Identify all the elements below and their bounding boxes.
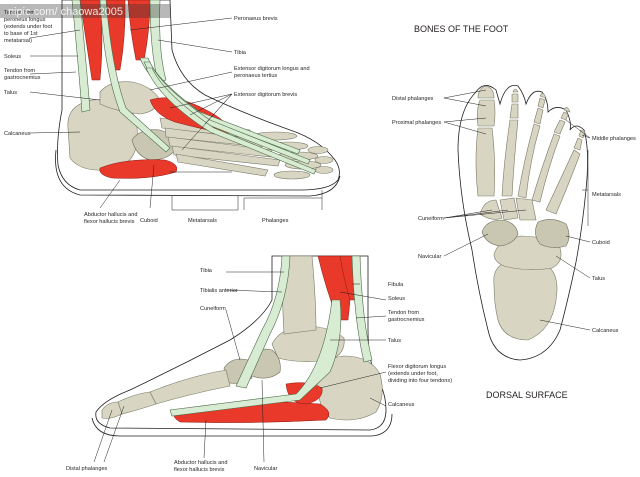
label-medial-abductor-1: Abductor hallucis and <box>174 460 228 466</box>
label-medial-gastroc-1: Tendon from <box>388 310 419 316</box>
label-dorsal-cuneiform: Cuneiform <box>418 216 444 222</box>
label-tendon-peroneus-3: (extends under foot <box>4 24 53 30</box>
dorsal-title: BONES OF THE FOOT <box>414 24 509 34</box>
label-lateral-tibia: Tibia <box>234 50 247 56</box>
label-dorsal-navicular: Navicular <box>418 254 441 260</box>
label-peronaeus-brevis: Peronaeus brevis <box>234 16 278 22</box>
label-medial-flexor-1: Flexor digitorum longus <box>388 364 446 370</box>
label-lateral-gastroc-2: gastrocnemius <box>4 75 41 81</box>
label-medial-talus: Talus <box>388 338 401 344</box>
medial-proximal-phalanx <box>117 391 157 415</box>
medial-tibialis-anterior-tendon <box>235 255 291 389</box>
watermark-text: nipic.com/ chaowa2005 <box>8 6 123 18</box>
label-medial-fibula: Fibula <box>388 282 404 288</box>
label-dorsal-metatarsals: Metatarsals <box>592 192 621 198</box>
label-dorsal-middle-phalanges: Middle phalanges <box>592 136 636 142</box>
dorsal-foot-view: BONES OF THE FOOT <box>392 24 636 400</box>
dorsal-leaders <box>443 89 591 331</box>
label-ext-digitorum-longus-2: peronaeus tertius <box>234 73 277 79</box>
label-medial-cuneiform: Cuneiform <box>200 306 226 312</box>
dorsal-cuboid <box>535 219 570 248</box>
dorsal-phalanges <box>477 85 586 151</box>
label-medial-flexor-3: dividing into four tendons) <box>388 378 452 384</box>
label-medial-gastroc-2: gastrocnemius <box>388 317 425 323</box>
label-medial-tibialis-anterior: Tibialis anterior <box>200 288 238 294</box>
label-medial-flexor-2: (extends under foot, <box>388 371 438 377</box>
label-dorsal-talus: Talus <box>592 276 605 282</box>
label-tendon-peroneus-5: metatarsal) <box>4 38 32 44</box>
label-medial-abductor-2: flexor hallucis brevis <box>174 467 225 473</box>
dorsal-navicular <box>481 219 519 247</box>
label-lateral-gastroc-1: Tendon from <box>4 68 35 74</box>
label-tendon-peroneus-2: peroneus longus <box>4 17 46 23</box>
medial-achilles-tendon <box>351 255 373 363</box>
label-dorsal-proximal-phalanges: Proximal phalanges <box>392 120 441 126</box>
label-lateral-cuboid: Cuboid <box>140 218 158 224</box>
label-lateral-talus: Talus <box>4 90 17 96</box>
lateral-foot-view: Tendon from peroneus longus (extends und… <box>4 0 341 225</box>
label-ext-digitorum-longus-1: Extensor digitorum longus and <box>234 66 310 72</box>
lateral-achilles-tendon <box>71 0 91 113</box>
medial-flexor-tendon <box>169 299 342 417</box>
label-lateral-soleus: Soleus <box>4 54 21 60</box>
lateral-sole-outline <box>55 149 341 197</box>
label-medial-tibia: Tibia <box>200 268 213 274</box>
label-medial-navicular: Navicular <box>254 466 277 472</box>
label-lateral-phalanges: Phalanges <box>262 218 289 224</box>
dorsal-subtitle: DORSAL SURFACE <box>486 390 568 400</box>
medial-sole-outline <box>91 413 393 437</box>
dorsal-metatarsals <box>475 119 581 215</box>
label-lateral-calcaneus: Calcaneus <box>4 131 31 137</box>
label-dorsal-distal-phalanges: Distal phalanges <box>392 96 434 102</box>
label-medial-calcaneus: Calcaneus <box>388 402 415 408</box>
watermark-strip <box>0 4 170 18</box>
label-tendon-peroneus-1: Tendon from <box>4 10 35 16</box>
label-medial-distal-phalanges: Distal phalanges <box>66 466 108 472</box>
label-lateral-metatarsals: Metatarsals <box>188 218 217 224</box>
medial-metatarsal <box>149 369 231 405</box>
medial-leaders <box>93 271 387 463</box>
lateral-peroneal-tendon <box>99 0 171 153</box>
dorsal-cuneiforms <box>479 197 537 221</box>
label-dorsal-calcaneus: Calcaneus <box>592 328 619 334</box>
label-lateral-abductor-1: Abductor hallucis and <box>84 212 138 218</box>
label-medial-soleus: Soleus <box>388 296 405 302</box>
label-dorsal-cuboid: Cuboid <box>592 240 610 246</box>
medial-foot-view: Tibia Tibialis anterior Cuneiform Fibula… <box>66 255 452 473</box>
label-lateral-abductor-2: flexor hallucis brevis <box>84 219 135 225</box>
lateral-leaders <box>29 17 323 211</box>
label-tendon-peroneus-4: to base of 1st <box>4 31 38 37</box>
label-ext-digitorum-brevis: Extensor digitorum brevis <box>234 92 297 98</box>
